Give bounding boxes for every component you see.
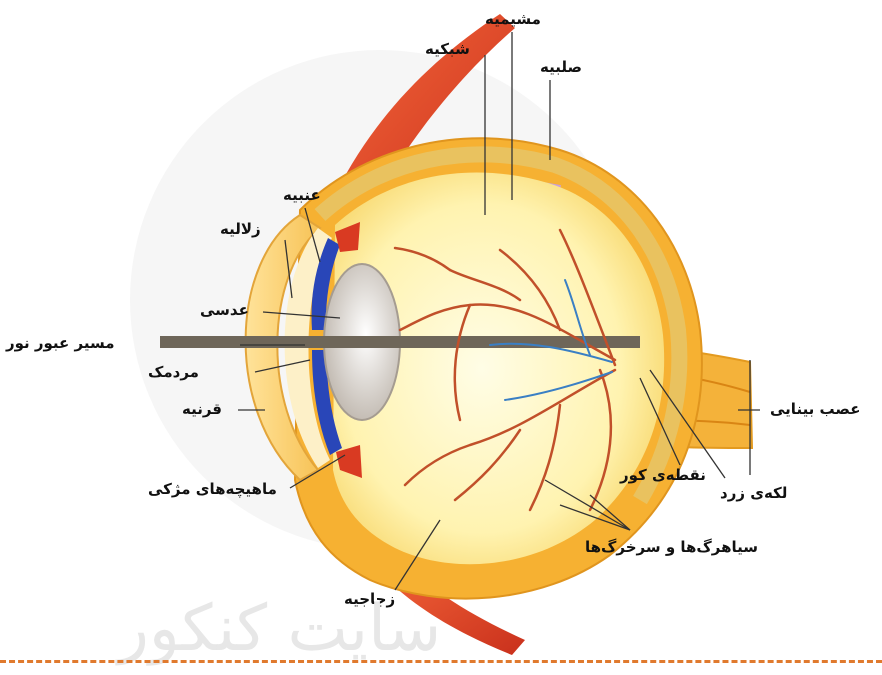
label-sclera: صلبیه (540, 60, 582, 75)
dashed-divider (0, 660, 882, 663)
label-blind-spot: نقطه‌ی کور (620, 468, 706, 483)
label-light-path: مسیر عبور نور (6, 336, 115, 351)
watermark-text: سایت کنکور (118, 592, 441, 666)
label-cornea: قرنیه (182, 402, 222, 417)
label-choroid: مشیمیه (485, 12, 541, 27)
label-pupil: مردمک (148, 365, 199, 380)
label-aqueous: زلالیه (220, 222, 261, 237)
label-optic-nerve: عصب بینایی (770, 402, 860, 417)
light-path-ray (160, 336, 640, 348)
label-retina: شبکیه (425, 42, 470, 57)
label-vessels: سیاهرگ‌ها و سرخرگ‌ها (585, 540, 758, 555)
label-lens: عدسی (200, 303, 249, 318)
label-iris: عنبیه (283, 188, 321, 203)
label-yellow-spot: لکه‌ی زرد (720, 486, 787, 501)
label-ciliary-muscles: ماهیچه‌های مژکی (148, 482, 277, 497)
